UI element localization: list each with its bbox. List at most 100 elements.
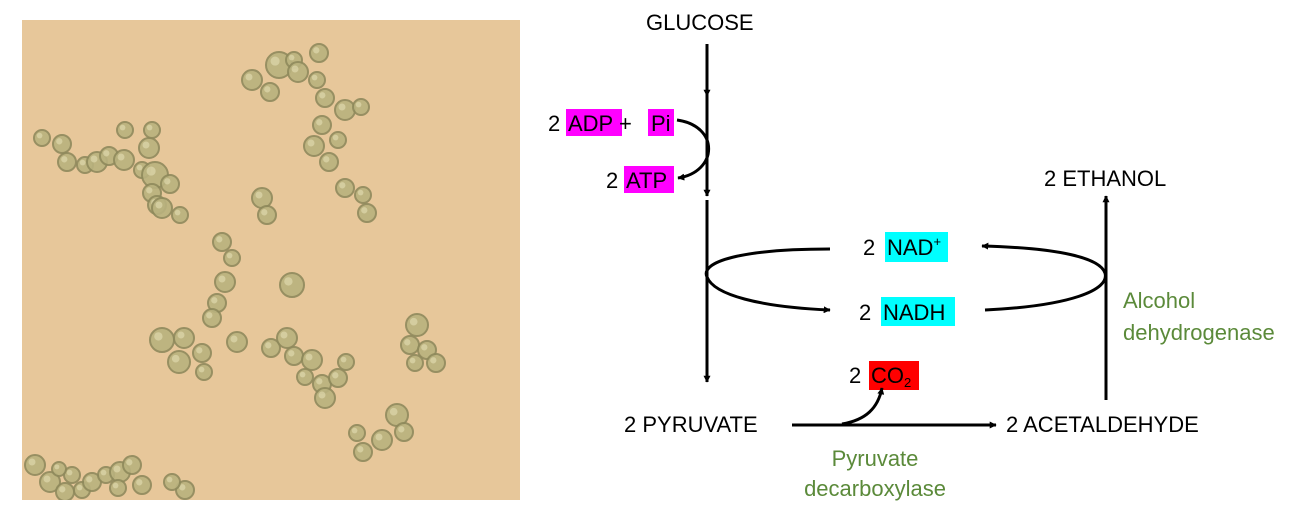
yeast-cell-highlight (86, 476, 93, 483)
yeast-cell-highlight (146, 166, 156, 176)
yeast-cell-highlight (421, 344, 428, 351)
yeast-cell-highlight (216, 236, 223, 243)
yeast-cell-highlight (126, 459, 133, 466)
yeast-cell-highlight (323, 156, 330, 163)
yeast-cell-highlight (338, 103, 346, 111)
pyruvate-decarboxylase-line1: Pyruvate (832, 446, 919, 471)
yeast-cell-highlight (166, 476, 173, 483)
atp-curve-arrow (676, 118, 711, 181)
yeast-cell-highlight (28, 458, 36, 466)
yeast-cell-highlight (313, 47, 320, 54)
pi-text: Pi (651, 111, 671, 136)
yeast-cell-highlight (265, 342, 272, 349)
yeast-cell-highlight (174, 209, 181, 216)
adp-coefficient: 2 (548, 111, 566, 136)
yeast-cell-highlight (340, 356, 347, 363)
yeast-cell-highlight (103, 150, 110, 157)
yeast-cell-highlight (284, 277, 293, 286)
yeast-cell-highlight (211, 297, 218, 304)
yeast-cell-highlight (79, 159, 86, 166)
yeast-cell-highlight (357, 446, 364, 453)
yeast-cell-highlight (112, 482, 119, 489)
yeast-cell-highlight (119, 124, 126, 131)
yeast-cell-highlight (146, 124, 153, 131)
yeast-cell-highlight (61, 156, 68, 163)
yeast-cell-highlight (389, 407, 398, 416)
yeast-cell-highlight (155, 201, 163, 209)
yeast-cell-highlight (361, 207, 368, 214)
yeast-cell-highlight (226, 252, 233, 259)
yeast-cell-highlight (164, 178, 171, 185)
nadh-coefficient: 2 (859, 300, 877, 325)
yeast-cell-highlight (36, 132, 43, 139)
yeast-cell-highlight (59, 486, 66, 493)
yeast-cell-highlight (332, 372, 339, 379)
atp-label: 2 ATP (606, 168, 667, 193)
co2-subscript: 2 (904, 375, 911, 390)
co2-label: 2 CO2 (849, 363, 911, 390)
atp-text: ATP (626, 168, 667, 193)
yeast-cell-highlight (430, 357, 437, 364)
pi-highlight (648, 109, 674, 136)
nad-cycle-left (704, 247, 831, 314)
ethanol-label: 2 ETHANOL (1044, 166, 1166, 191)
yeast-cells (24, 43, 446, 500)
atp-coefficient: 2 (606, 168, 624, 193)
yeast-cell-highlight (332, 134, 339, 141)
yeast-cell-highlight (255, 191, 263, 199)
yeast-cell-highlight (142, 141, 150, 149)
nad-cycle-right (981, 242, 1107, 312)
adp-pi-label: 2 ADP + Pi (548, 111, 671, 136)
yeast-cell-highlight (305, 353, 313, 361)
yeast-cell-highlight (230, 335, 238, 343)
pyruvate-decarboxylase-line2: decarboxylase (804, 476, 946, 501)
yeast-cell-highlight (280, 331, 288, 339)
yeast-cell-highlight (136, 479, 143, 486)
yeast-cell-highlight (90, 155, 98, 163)
yeast-cell-highlight (299, 371, 306, 378)
yeast-cell-highlight (375, 433, 383, 441)
plus-sign: + (613, 111, 638, 136)
yeast-cell-highlight (43, 475, 51, 483)
yeast-cell-highlight (136, 164, 143, 171)
yeast-cell-highlight (154, 332, 163, 341)
co2-release-arrow (841, 387, 885, 426)
yeast-cell-highlight (319, 92, 326, 99)
yeast-cell-highlight (218, 275, 226, 283)
co2-coefficient: 2 (849, 363, 867, 388)
yeast-cell-highlight (179, 484, 186, 491)
yeast-cell-highlight (196, 347, 203, 354)
nadplus-superscript: + (933, 234, 941, 249)
yeast-cell-highlight (339, 182, 346, 189)
yeast-cell-highlight (409, 317, 418, 326)
yeast-cell-highlight (288, 54, 295, 61)
yeast-cell-highlight (146, 187, 153, 194)
yeast-cell-highlight (261, 209, 268, 216)
alcohol-dehydrogenase-line1: Alcohol (1123, 288, 1195, 313)
adp-highlight (566, 109, 622, 136)
yeast-cell-highlight (66, 469, 73, 476)
yeast-micrograph (22, 20, 520, 500)
yeast-cell-highlight (291, 65, 299, 73)
yeast-cell-highlight (316, 119, 323, 126)
yeast-cell-highlight (171, 354, 180, 363)
yeast-cell-highlight (318, 391, 326, 399)
yeast-cell-highlight (404, 339, 411, 346)
yeast-cell-highlight (288, 350, 295, 357)
nadh-highlight (881, 297, 955, 326)
yeast-cell-highlight (198, 366, 205, 373)
yeast-cell-highlight (100, 469, 107, 476)
atp-highlight (624, 166, 674, 193)
yeast-cell-highlight (398, 426, 405, 433)
co2-text: CO (871, 363, 904, 388)
nadh-label: 2 NADH (859, 300, 945, 325)
yeast-cell-highlight (357, 189, 364, 196)
pyruvate-label: 2 PYRUVATE (624, 412, 758, 437)
adp-text: ADP (568, 111, 613, 136)
yeast-cell-highlight (409, 357, 416, 364)
yeast-cell-highlight (117, 153, 125, 161)
nadplus-text: NAD (887, 235, 933, 260)
yeast-cell-highlight (54, 464, 60, 470)
yeast-cell-highlight (307, 139, 315, 147)
yeast-cell-highlight (177, 331, 185, 339)
